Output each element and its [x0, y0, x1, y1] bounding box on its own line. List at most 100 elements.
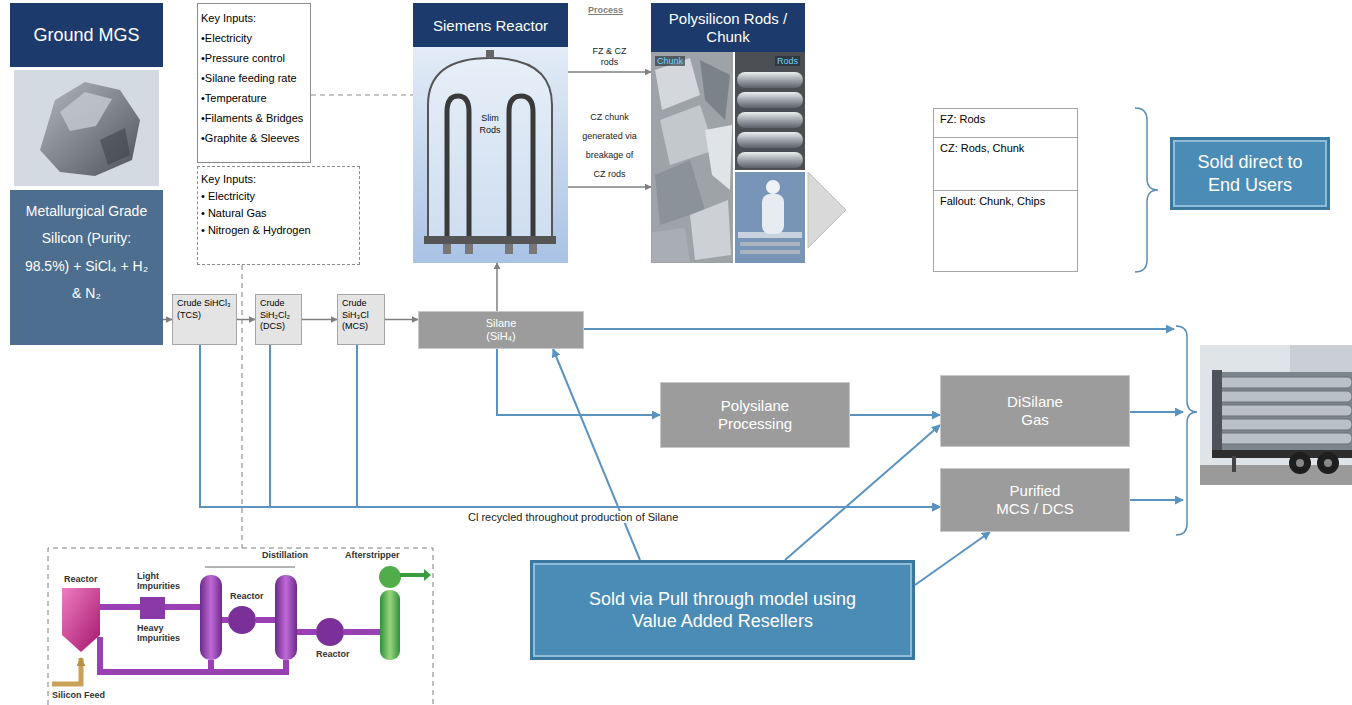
box-label: Sold via Pull through model using Value …	[581, 588, 864, 633]
flow-arrow	[497, 349, 660, 415]
siemens-reactor-drawing	[509, 96, 533, 236]
list-item: • Natural Gas	[201, 205, 356, 222]
silicon-rock-photo	[60, 92, 112, 131]
product-box: DiSilane Gas	[940, 375, 1130, 447]
schematic-label: Light Impurities	[137, 572, 195, 592]
polysilicon-photos	[705, 125, 732, 190]
tube-trailer-photo	[1214, 433, 1352, 444]
polysilicon-photos	[735, 52, 805, 170]
schematic-label: Silicon Feed	[52, 691, 105, 701]
distillation-schematic	[379, 566, 401, 588]
schematic-label: Reactor	[230, 592, 264, 602]
distillation-schematic	[140, 597, 165, 619]
part-label: Slim Rods	[474, 112, 506, 136]
distillation-schematic	[424, 569, 431, 581]
siemens-reactor-drawing	[505, 244, 513, 254]
flow-arrow	[850, 414, 940, 416]
siemens-reactor-drawing	[413, 47, 568, 263]
sales-channel-box: Sold via Pull through model using Value …	[530, 560, 915, 660]
product-grade-row: FZ: Rods	[933, 108, 1078, 138]
tube-trailer-photo	[1289, 452, 1311, 474]
box-label: DiSilane Gas	[993, 393, 1077, 429]
tube-trailer-photo	[1317, 452, 1339, 474]
box-label: Crude SiH₃Cl (MCS)	[342, 298, 380, 333]
dashed-callout-frame	[242, 265, 243, 548]
flow-arrow	[200, 345, 940, 507]
schematic-label: Distillation	[262, 551, 308, 561]
photo-caption: Rods	[775, 56, 800, 66]
box-label: Polysilane Processing	[696, 397, 814, 433]
siemens-reactor-drawing	[529, 244, 537, 254]
output-arrows	[1130, 499, 1183, 501]
flow-arrow	[357, 345, 940, 507]
polysilicon-photos	[652, 228, 690, 262]
intermediate-box: Crude SiH₂Cl₂ (DCS)	[255, 294, 302, 345]
polysilicon-photos	[737, 132, 803, 148]
schematic-label: Afterstripper	[345, 551, 400, 561]
inputs-box: Key Inputs:•Electricity•Pressure control…	[197, 3, 311, 163]
silicon-rock-photo	[14, 70, 159, 186]
polysilicon-photos	[766, 180, 780, 194]
polysilicon-photos	[735, 172, 805, 263]
schematic-label: Reactor	[64, 575, 98, 585]
list-item: •Graphite & Sleeves	[201, 128, 307, 148]
process-arrow	[237, 319, 255, 321]
siemens-reactor-drawing	[486, 50, 494, 58]
polysilicon-photos	[737, 92, 803, 108]
body-text: Metallurgical Grade Silicon (Purity: 98.…	[10, 190, 163, 345]
distillation-schematic	[400, 573, 424, 577]
intermediate-box: Crude SiH₃Cl (MCS)	[337, 294, 385, 345]
polysilicon-photos	[740, 242, 800, 246]
siemens-reactor-drawing	[447, 96, 469, 236]
distillation-schematic	[205, 567, 295, 568]
process-box: Polysilane Processing	[660, 382, 850, 448]
header-title: Polysilicon Rods / Chunk	[651, 3, 805, 52]
list-item: •Silane feeding rate	[201, 68, 307, 88]
grade-text: CZ: Rods, Chunk	[940, 142, 1071, 154]
tube-trailer-photo	[1200, 345, 1352, 485]
output-arrows	[1130, 411, 1183, 413]
input-connector	[311, 94, 413, 95]
polysilicon-photos	[700, 60, 730, 120]
siemens-reactor-drawing	[428, 58, 552, 238]
distillation-schematic	[200, 575, 222, 660]
connector-label: FZ & CZ rods	[587, 46, 633, 69]
photo-caption: Chunk	[655, 56, 685, 66]
list-item: •Temperature	[201, 88, 307, 108]
tube-trailer-photo	[1296, 459, 1304, 467]
silicon-rock-photo	[100, 128, 130, 165]
distillation-schematic	[316, 618, 344, 646]
sales-channel-box: Sold direct to End Users	[1170, 137, 1330, 210]
grade-text: FZ: Rods	[940, 113, 1071, 125]
process-arrow	[163, 319, 172, 321]
box-label: Crude SiHCl₃ (TCS)	[177, 298, 232, 321]
tube-trailer-photo	[1200, 345, 1352, 485]
polysilicon-photos	[690, 200, 731, 260]
distillation-schematic	[275, 575, 297, 660]
product-box: Purified MCS / DCS	[940, 468, 1130, 532]
tube-trailer-photo	[1232, 456, 1236, 472]
tube-trailer-photo	[1214, 391, 1352, 402]
box-label: Silane (SiH₄)	[479, 317, 523, 343]
tube-trailer-photo	[1324, 459, 1332, 467]
box-label: Crude SiH₂Cl₂ (DCS)	[260, 298, 297, 333]
distillation-schematic	[380, 590, 400, 660]
polysilicon-photos	[737, 72, 803, 88]
inputs-box: Key Inputs:• Electricity• Natural Gas• N…	[197, 166, 360, 265]
polysilicon-photos	[651, 52, 805, 263]
grade-text: Fallout: Chunk, Chips	[940, 195, 1071, 207]
siemens-reactor-drawing	[465, 244, 473, 254]
output-arrows	[584, 328, 1174, 330]
product-grade-row: Fallout: Chunk, Chips	[933, 190, 1078, 272]
process-arrow	[302, 319, 337, 321]
list-item: •Electricity	[201, 28, 307, 48]
box-label: Purified MCS / DCS	[991, 482, 1079, 518]
flow-note: Cl recycled throughout production of Sil…	[466, 511, 680, 523]
flow-arrow	[915, 532, 990, 585]
distillation-schematic	[228, 606, 256, 634]
schematic-label: Heavy Impurities	[137, 624, 195, 644]
list-item: • Nitrogen & Hydrogen	[201, 222, 356, 239]
distillation-schematic	[52, 658, 81, 684]
